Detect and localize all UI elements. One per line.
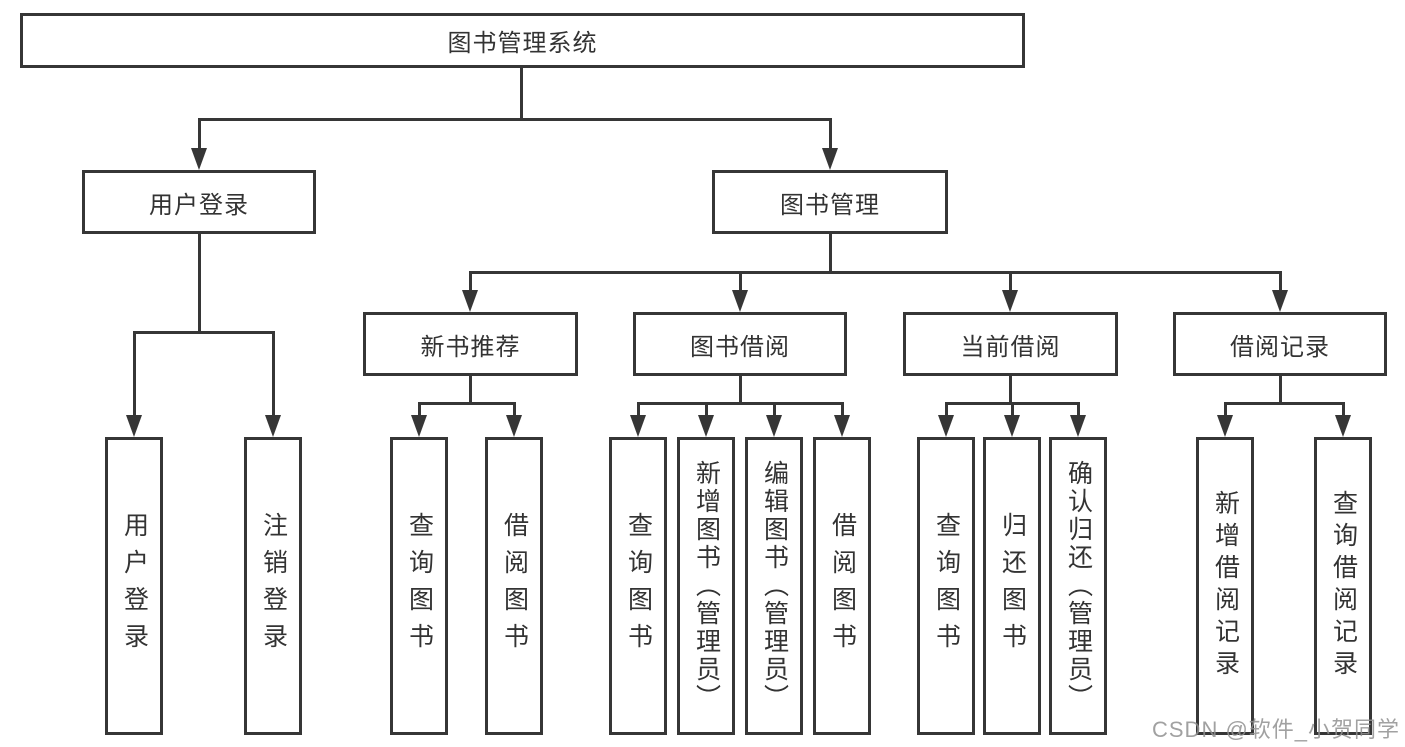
- node-label: 借阅记录: [1230, 333, 1330, 361]
- node-label: 用户登录: [149, 191, 249, 219]
- leaf-return-books: 归还图书: [983, 437, 1041, 735]
- connector-line: [704, 403, 708, 419]
- connector-line: [1278, 272, 1282, 294]
- node-label: 注销登录: [259, 512, 288, 660]
- node-user-login: 用户登录: [82, 170, 316, 234]
- connector-line: [197, 231, 201, 334]
- leaf-add-borrow-record: 新增借阅记录: [1196, 437, 1254, 735]
- arrow-down-icon: [265, 415, 281, 437]
- arrow-down-icon: [411, 415, 427, 437]
- node-label: 归还图书: [998, 512, 1027, 660]
- arrow-down-icon: [822, 148, 838, 170]
- connector-line: [840, 403, 844, 419]
- arrow-down-icon: [834, 415, 850, 437]
- node-label: 借阅图书: [828, 512, 857, 660]
- connector-line: [512, 403, 516, 419]
- connector-line: [197, 117, 832, 121]
- connector-line: [1008, 373, 1012, 405]
- arrow-down-icon: [938, 415, 954, 437]
- connector-line: [468, 373, 472, 405]
- connector-line: [468, 272, 472, 294]
- node-label: 查询借阅记录: [1329, 490, 1358, 682]
- arrow-down-icon: [1272, 290, 1288, 312]
- connector-line: [1008, 272, 1012, 294]
- leaf-query-borrow-record: 查询借阅记录: [1314, 437, 1372, 735]
- arrow-down-icon: [732, 290, 748, 312]
- node-library-management-system: 图书管理系统: [20, 13, 1025, 68]
- connector-line: [828, 119, 832, 152]
- node-new-book-recommend: 新书推荐: [363, 312, 578, 376]
- connector-line: [772, 403, 776, 419]
- node-label: 新增借阅记录: [1211, 490, 1240, 682]
- leaf-logout: 注销登录: [244, 437, 302, 735]
- arrow-down-icon: [630, 415, 646, 437]
- node-label: 新书推荐: [420, 333, 521, 361]
- connector-line: [944, 403, 948, 419]
- node-borrowing-records: 借阅记录: [1173, 312, 1387, 376]
- node-label: 编辑图书（管理员）: [760, 460, 789, 712]
- node-book-management: 图书管理: [712, 170, 948, 234]
- leaf-borrow-books-recommend: 借阅图书: [485, 437, 543, 735]
- connector-line: [1223, 401, 1345, 405]
- connector-line: [1223, 403, 1227, 419]
- node-label: 借阅图书: [500, 512, 529, 660]
- node-label: 用户登录: [120, 512, 149, 660]
- connector-line: [1341, 403, 1345, 419]
- connector-line: [132, 330, 275, 334]
- csdn-watermark: CSDN @软件_小贺同学: [1152, 717, 1401, 742]
- node-label: 查询图书: [932, 512, 961, 660]
- connector-line: [132, 332, 136, 419]
- arrow-down-icon: [766, 415, 782, 437]
- node-label: 图书管理: [780, 191, 880, 219]
- node-label: 新增图书（管理员）: [692, 460, 721, 712]
- arrow-down-icon: [126, 415, 142, 437]
- connector-line: [519, 66, 523, 121]
- connector-line: [1278, 373, 1282, 405]
- connector-line: [1010, 403, 1014, 419]
- arrow-down-icon: [1004, 415, 1020, 437]
- arrow-down-icon: [1335, 415, 1351, 437]
- leaf-query-books-borrowing: 查询图书: [609, 437, 667, 735]
- arrow-down-icon: [1217, 415, 1233, 437]
- connector-line: [271, 332, 275, 419]
- connector-line: [636, 403, 640, 419]
- node-label: 图书借阅: [690, 333, 790, 361]
- connector-line: [197, 119, 201, 152]
- connector-line: [738, 272, 742, 294]
- arrow-down-icon: [1002, 290, 1018, 312]
- arrow-down-icon: [191, 148, 207, 170]
- leaf-query-books-current: 查询图书: [917, 437, 975, 735]
- connector-line: [417, 403, 421, 419]
- node-label: 当前借阅: [960, 333, 1061, 361]
- leaf-edit-books-admin: 编辑图书（管理员）: [745, 437, 803, 735]
- connector-line: [417, 401, 516, 405]
- leaf-add-books-admin: 新增图书（管理员）: [677, 437, 735, 735]
- leaf-user-login: 用户登录: [105, 437, 163, 735]
- node-label: 查询图书: [624, 512, 653, 660]
- node-label: 图书管理系统: [447, 30, 598, 57]
- connector-line: [738, 373, 742, 405]
- arrow-down-icon: [1070, 415, 1086, 437]
- arrow-down-icon: [506, 415, 522, 437]
- node-label: 查询图书: [405, 512, 434, 660]
- connector-line: [828, 231, 832, 274]
- leaf-confirm-return-admin: 确认归还（管理员）: [1049, 437, 1107, 735]
- leaf-borrow-books: 借阅图书: [813, 437, 871, 735]
- connector-line: [1076, 403, 1080, 419]
- arrow-down-icon: [698, 415, 714, 437]
- connector-line: [468, 270, 1282, 274]
- node-current-borrowing: 当前借阅: [903, 312, 1118, 376]
- arrow-down-icon: [462, 290, 478, 312]
- node-label: 确认归还（管理员）: [1064, 460, 1093, 712]
- node-book-borrowing: 图书借阅: [633, 312, 847, 376]
- leaf-query-books-recommend: 查询图书: [390, 437, 448, 735]
- connector-line: [636, 401, 844, 405]
